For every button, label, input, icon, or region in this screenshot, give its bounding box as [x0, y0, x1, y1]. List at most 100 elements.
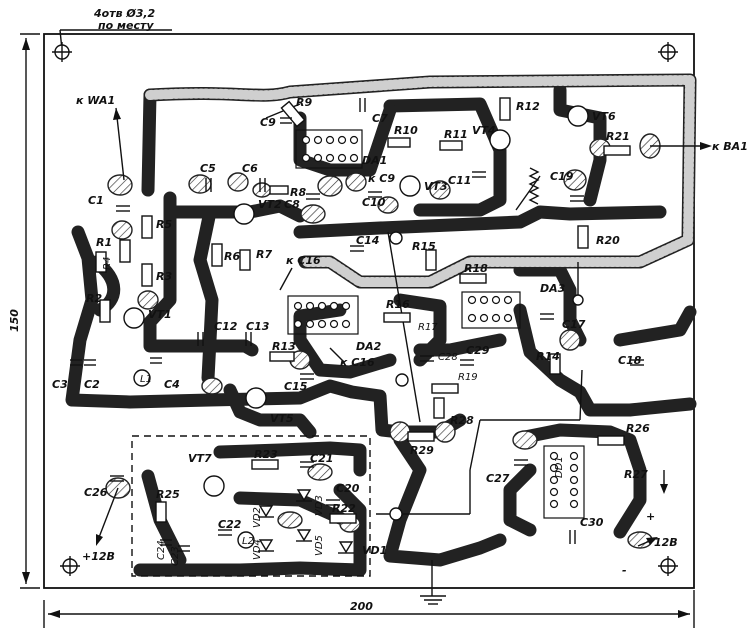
resistor-r29: [407, 431, 435, 442]
to-ba1-label: к BA1: [712, 140, 748, 153]
resistor-r21: [603, 145, 631, 156]
resistor-r20: [577, 225, 589, 249]
label-vd2: VD2: [252, 507, 263, 528]
label-vt7: VT7: [188, 452, 212, 465]
diodes: [258, 489, 354, 554]
resistor-r12: [499, 97, 511, 121]
capacitor-c2: [84, 359, 96, 366]
label-c21: C21: [310, 452, 333, 465]
capacitor-c4: [150, 357, 162, 364]
annotations: 4отв Ø3,2 по месту 200 150 к WA1 к BA1 к…: [8, 7, 748, 613]
label-r25: R25: [156, 488, 180, 501]
label-c27: C27: [486, 472, 510, 485]
label-c23: C23: [170, 546, 181, 566]
diode-vd3: [296, 489, 312, 502]
label-c30: C30: [580, 516, 604, 529]
resistor-r4: [95, 251, 107, 273]
resistor-r25: [155, 501, 167, 523]
label-r7: R7: [256, 248, 272, 261]
capacitor-c20: [326, 499, 340, 506]
label-vd3: VD3: [314, 495, 325, 516]
hole-top-left: [52, 42, 72, 62]
label-r27: R27: [624, 468, 648, 481]
capacitor-c6: [259, 178, 266, 192]
capacitors: [70, 98, 644, 552]
diode-vd1: [338, 541, 354, 554]
label-c12: C12: [214, 320, 238, 333]
transistor-vt7: [203, 475, 225, 497]
width-dimension: 200: [350, 600, 373, 613]
integrated-circuits: [287, 129, 585, 519]
label-r15: R15: [412, 240, 436, 253]
capacitor-c10: [368, 191, 382, 198]
diode-vd4: [258, 539, 274, 552]
label-c19: C19: [550, 170, 574, 183]
label-c18: C18: [618, 354, 642, 367]
to-c16-label-b: к С16: [340, 356, 375, 369]
resistor-r23: [251, 459, 279, 470]
label-r13: R13: [272, 340, 296, 353]
label-c20: C20: [336, 482, 360, 495]
label-r26: R26: [626, 422, 650, 435]
label-da1: DA1: [362, 154, 387, 167]
label-c22: C22: [218, 518, 242, 531]
resistor-r11: [439, 140, 463, 151]
external-wires: [96, 103, 712, 605]
label-r22: R22: [332, 502, 356, 515]
capacitor-c30: [569, 530, 576, 544]
diode-vd2: [258, 505, 274, 518]
capacitor-c1: [116, 205, 130, 212]
label-vt1: VT1: [148, 308, 172, 321]
height-dimension: 150: [8, 309, 21, 332]
resistor-r22: [329, 513, 357, 524]
label-c3: C3: [52, 378, 68, 391]
ic-da2: [287, 295, 359, 335]
label-c5: C5: [200, 162, 216, 175]
resistor-r27: [528, 167, 540, 205]
hole-bottom-left: [60, 556, 80, 576]
label-r16: R16: [386, 298, 410, 311]
resistors: [95, 97, 631, 524]
resistor-r14: [549, 353, 561, 375]
label-vt4: VT4: [472, 124, 496, 137]
label-r21: R21: [606, 130, 630, 143]
capacitor-c17: [540, 313, 554, 320]
resistor-r15: [425, 249, 437, 271]
diode-vd5: [296, 529, 312, 542]
ic-da1: [295, 129, 363, 169]
label-c17: C17: [562, 318, 586, 331]
label-r11: R11: [444, 128, 468, 141]
inductors: [133, 369, 255, 549]
plus-sign: +: [646, 510, 655, 523]
copper-traces: [65, 73, 697, 577]
label-r18: R18: [464, 262, 488, 275]
hole-bottom-right: [658, 556, 678, 576]
capacitor-c22: [218, 529, 232, 536]
label-r23: R23: [254, 448, 278, 461]
label-c7: C7: [372, 112, 388, 125]
ic-da3: [461, 291, 521, 329]
dimension-lines: [20, 29, 695, 628]
label-r17: R17: [418, 322, 438, 333]
resistor-r10: [387, 137, 411, 148]
label-r29: R29: [410, 444, 434, 457]
capacitor-c13: [245, 332, 252, 346]
transistor-vt6: [567, 105, 589, 127]
mounting-holes: [52, 42, 678, 576]
resistor-r7: [239, 249, 251, 271]
label-r20: R20: [596, 234, 620, 247]
label-r12: R12: [516, 100, 540, 113]
resistor-r18: [459, 273, 487, 284]
label-r4: R4: [102, 257, 113, 270]
resistor-r28: [433, 397, 445, 419]
label-c28: C28: [438, 352, 458, 363]
label-c26: C26: [84, 486, 108, 499]
component-labels: C1 C2 C3 C4 C5 C6 C7 C8 C9 C10 C11 C12 C…: [52, 96, 650, 566]
resistor-r16: [383, 312, 411, 323]
resistor-r19: [431, 383, 459, 394]
label-r9: R9: [296, 96, 312, 109]
label-r19: R19: [458, 372, 478, 383]
label-r28: R28: [450, 414, 474, 427]
label-vd1: VD1: [362, 544, 387, 557]
